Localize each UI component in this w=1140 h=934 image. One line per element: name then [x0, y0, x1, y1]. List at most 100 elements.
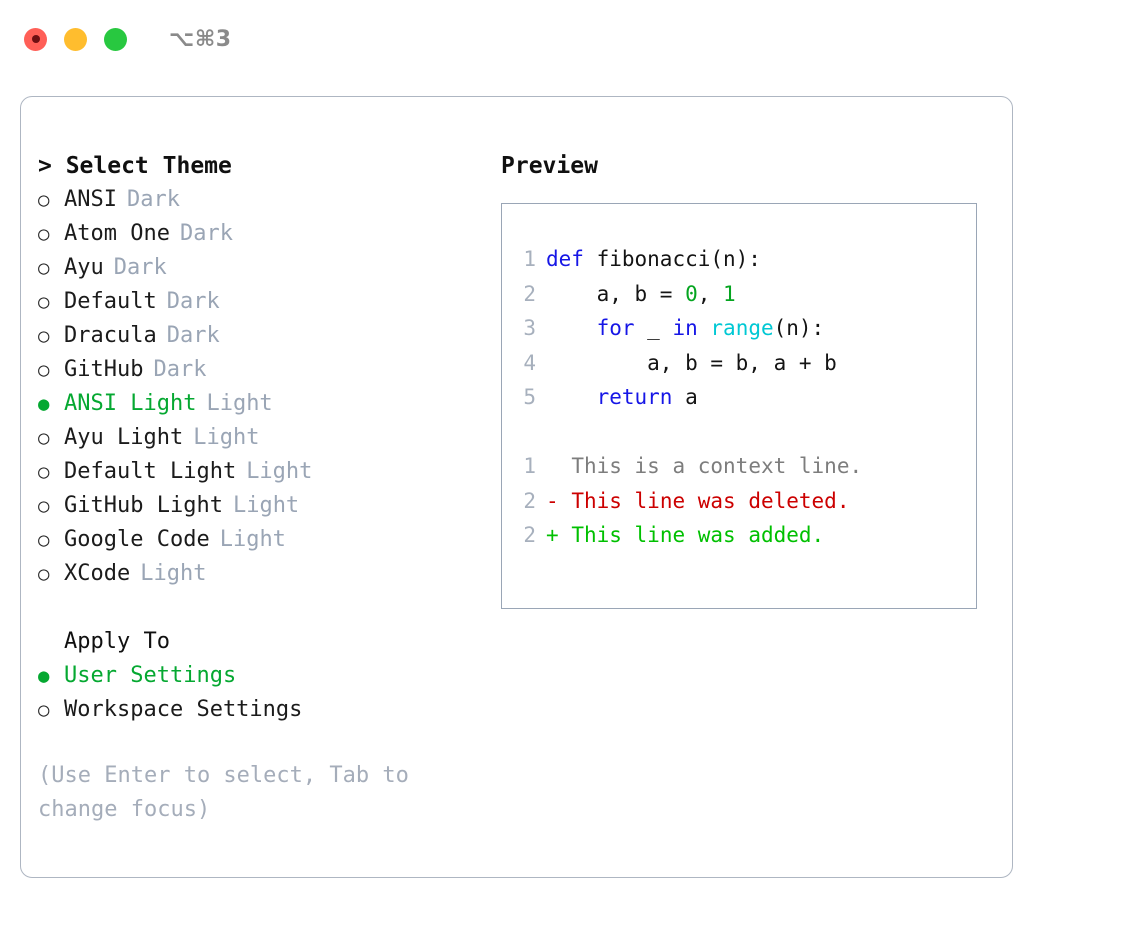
theme-kind-label: Light: [246, 459, 313, 484]
code-token-plain: [698, 316, 711, 340]
line-number: 4: [523, 350, 536, 375]
theme-name-label: Ayu: [64, 255, 104, 280]
list-spacer: [38, 591, 498, 625]
code-token-plain: [546, 385, 597, 409]
diff-marker: [546, 454, 559, 478]
theme-list-item[interactable]: ○ Google Code Light: [38, 523, 498, 557]
radio-unselected-icon: ○: [38, 461, 50, 483]
code-token-plain: a, b = b, a + b: [546, 350, 837, 375]
theme-name-label: Ayu Light: [64, 425, 184, 450]
maximize-button[interactable]: [104, 27, 127, 51]
keyboard-hint-text: (Use Enter to select, Tab to change focu…: [38, 763, 409, 822]
diff-marker: +: [546, 523, 559, 547]
code-token-number: 0: [685, 281, 698, 306]
diff-gap: [559, 489, 572, 513]
code-token-plain: a, b =: [546, 281, 686, 306]
code-line: 5 return a: [516, 380, 976, 415]
theme-name-label: Default: [64, 289, 157, 314]
theme-name-label: GitHub: [64, 357, 144, 382]
code-token-keyword: in: [672, 316, 698, 340]
radio-unselected-icon: ○: [38, 529, 50, 551]
diff-gap: [559, 454, 572, 478]
diff-marker: -: [546, 488, 559, 513]
line-number: 3: [523, 316, 536, 340]
title-bar: ⌥⌘3: [0, 0, 1140, 78]
diff-line: 2- This line was deleted.: [516, 484, 976, 519]
code-token-plain: ,: [697, 281, 724, 306]
apply-to-label-text: Workspace Settings: [64, 697, 303, 722]
diff-gap: [559, 523, 572, 547]
radio-unselected-icon: ○: [38, 495, 50, 517]
code-token-plain: [546, 316, 597, 340]
diff-line: 2 + This line was added.: [516, 518, 976, 553]
theme-kind-label: Light: [193, 425, 260, 450]
theme-list-item[interactable]: ○ Ayu Light Light: [38, 421, 498, 455]
recording-dot-icon: [31, 35, 40, 43]
apply-to-list: ●User Settings○Workspace Settings: [38, 659, 498, 727]
diff-line: 1 This is a context line.: [516, 449, 976, 484]
theme-kind-label: Light: [232, 493, 300, 518]
diff-text: This line was added.: [571, 523, 825, 547]
theme-name-label: ANSI: [64, 187, 117, 212]
code-token-builtin: range: [710, 316, 774, 340]
line-number: 1: [523, 454, 536, 478]
line-number: 1: [523, 247, 536, 271]
theme-list-item[interactable]: ○ GitHub Dark: [38, 353, 498, 387]
line-number: 2: [523, 523, 536, 547]
theme-kind-label: Light: [219, 527, 286, 552]
code-token-plain: _: [634, 316, 673, 340]
radio-unselected-icon: ○: [38, 359, 50, 381]
code-diff-separator: [516, 415, 976, 450]
theme-kind-label: Dark: [113, 255, 167, 280]
radio-selected-icon: ●: [38, 393, 50, 415]
theme-kind-label: Dark: [179, 221, 233, 246]
theme-list-item[interactable]: ○ GitHub Light Light: [38, 489, 498, 523]
diff-text: This line was deleted.: [571, 488, 850, 513]
line-number: 2: [523, 281, 536, 306]
preview-header: Preview: [501, 153, 598, 179]
radio-unselected-icon: ○: [38, 427, 50, 449]
line-number: 5: [523, 385, 536, 409]
code-token-number: 1: [723, 281, 736, 306]
theme-kind-label: Dark: [126, 187, 180, 212]
theme-name-label: GitHub Light: [64, 493, 223, 518]
theme-kind-label: Light: [206, 391, 273, 416]
code-token-keyword: for: [596, 316, 635, 340]
theme-list-item[interactable]: ● ANSI Light Light: [38, 387, 498, 421]
window-controls: [24, 27, 127, 51]
theme-list-item[interactable]: ○ Default Light Light: [38, 455, 498, 489]
diff-sample: 1 This is a context line.2- This line wa…: [516, 449, 976, 553]
code-token-plain: a: [672, 385, 698, 409]
radio-selected-icon: ●: [38, 665, 50, 687]
code-line: 3 for _ in range(n):: [516, 311, 976, 346]
select-theme-header: > Select Theme: [38, 153, 232, 179]
line-number: 2: [523, 488, 536, 513]
apply-to-item[interactable]: ●User Settings: [38, 659, 498, 693]
apply-to-label: Apply To: [64, 629, 170, 654]
theme-name-label: Default Light: [64, 459, 237, 484]
theme-name-label: Dracula: [64, 323, 157, 348]
theme-name-label: XCode: [64, 561, 131, 586]
theme-kind-label: Light: [140, 561, 207, 586]
theme-name-label: ANSI Light: [64, 391, 197, 416]
theme-name-label: Atom One: [64, 221, 170, 246]
close-button[interactable]: [24, 27, 47, 51]
code-token-plain: (n):: [773, 316, 825, 340]
theme-name-label: Google Code: [64, 527, 210, 552]
apply-to-item[interactable]: ○Workspace Settings: [38, 693, 498, 727]
minimize-button[interactable]: [64, 27, 87, 51]
theme-kind-label: Dark: [153, 357, 207, 382]
code-token-keyword: def: [546, 247, 584, 271]
radio-unselected-icon: ○: [38, 291, 50, 313]
